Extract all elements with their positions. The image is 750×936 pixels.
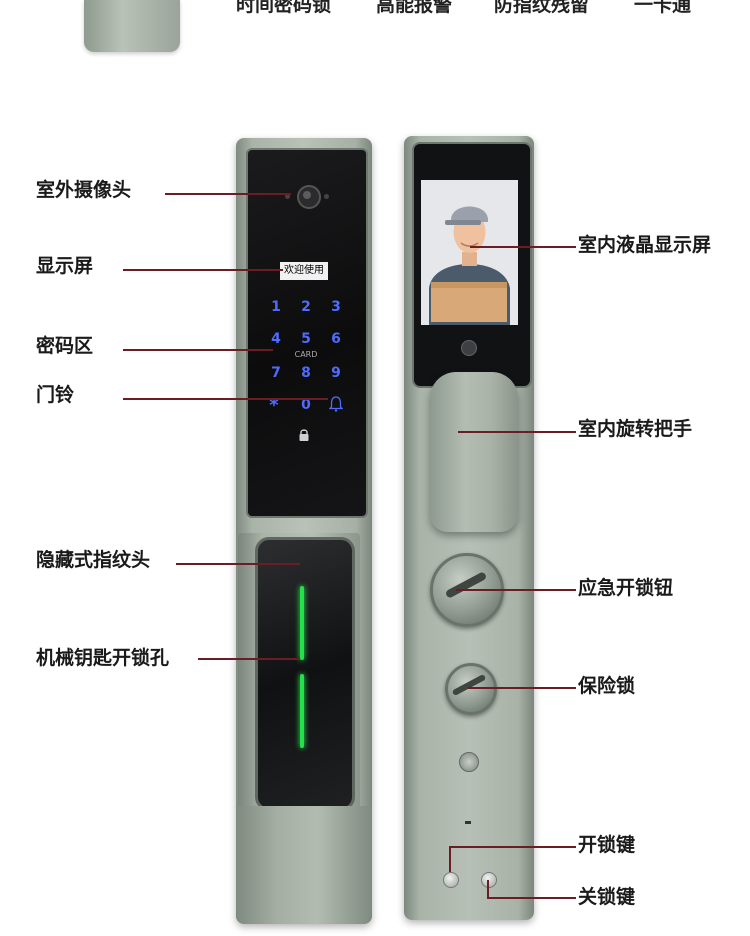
indoor-small-knob[interactable]	[459, 752, 479, 772]
doorbell-icon[interactable]	[329, 396, 343, 412]
outdoor-lock-base	[236, 806, 372, 924]
indoor-slot-mark	[465, 821, 471, 824]
key-4[interactable]: 4	[271, 331, 281, 347]
key-star[interactable]: *	[269, 395, 279, 416]
leader-line-safety	[468, 687, 576, 689]
indoor-rotary-handle[interactable]	[430, 372, 518, 532]
leader-line-fingerprint	[176, 563, 300, 565]
mini-lock-image	[84, 0, 180, 52]
card-reader-label: CARD	[294, 350, 318, 359]
leader-line-doorbell	[123, 398, 328, 400]
camera-led-left	[285, 194, 290, 199]
label-doorbell: 门铃	[36, 384, 75, 406]
feature-label-1: 时间密码锁	[236, 0, 332, 16]
key-0[interactable]: 0	[301, 397, 311, 413]
fingerprint-cover[interactable]	[255, 537, 355, 811]
display-screen: 欢迎使用	[280, 262, 328, 280]
leader-line-lcd	[470, 246, 576, 248]
lock-icon[interactable]	[298, 428, 310, 442]
key-8[interactable]: 8	[301, 365, 311, 381]
label-keyhole: 机械钥匙开锁孔	[36, 647, 170, 669]
key-3[interactable]: 3	[331, 299, 341, 315]
label-indoor-lcd: 室内液晶显示屏	[578, 234, 712, 256]
courier-photo	[421, 180, 518, 325]
key-1[interactable]: 1	[271, 299, 281, 315]
fingerprint-light-upper	[300, 586, 304, 660]
indoor-screen-button[interactable]	[461, 340, 477, 356]
label-indoor-handle: 室内旋转把手	[578, 418, 693, 440]
leader-line-unlock	[449, 846, 576, 848]
label-fingerprint: 隐藏式指纹头	[36, 549, 151, 571]
leader-line-camera	[165, 193, 291, 195]
label-unlock-key: 开锁键	[578, 834, 636, 856]
key-7[interactable]: 7	[271, 365, 281, 381]
label-emergency-knob: 应急开锁钮	[578, 577, 674, 599]
leader-line-emergency	[456, 589, 576, 591]
label-keypad: 密码区	[36, 335, 94, 357]
unlock-key-button[interactable]	[443, 872, 459, 888]
label-lock-key: 关锁键	[578, 886, 636, 908]
lock-key-button[interactable]	[481, 872, 497, 888]
leader-line-handle	[458, 431, 576, 433]
feature-label-4: 一卡通	[634, 0, 692, 16]
feature-label-3: 防指纹残留	[494, 0, 590, 16]
fingerprint-light-lower	[300, 674, 304, 748]
feature-label-2: 高能报警	[376, 0, 453, 16]
key-9[interactable]: 9	[331, 365, 341, 381]
key-2[interactable]: 2	[301, 299, 311, 315]
camera-led-right	[324, 194, 329, 199]
outdoor-glass-panel	[246, 148, 368, 518]
safety-lock-knob[interactable]	[445, 663, 497, 715]
leader-line-keypad	[123, 349, 273, 351]
camera-lens	[303, 191, 311, 199]
key-6[interactable]: 6	[331, 331, 341, 347]
label-outdoor-camera: 室外摄像头	[36, 179, 132, 201]
key-5[interactable]: 5	[301, 331, 311, 347]
leader-line-display	[123, 269, 283, 271]
leader-line-keyhole	[198, 658, 300, 660]
label-display: 显示屏	[36, 255, 94, 277]
label-safety-lock: 保险锁	[578, 675, 636, 697]
leader-vline-lock	[487, 880, 489, 898]
leader-vline-unlock	[449, 846, 451, 872]
leader-line-lock	[487, 897, 576, 899]
